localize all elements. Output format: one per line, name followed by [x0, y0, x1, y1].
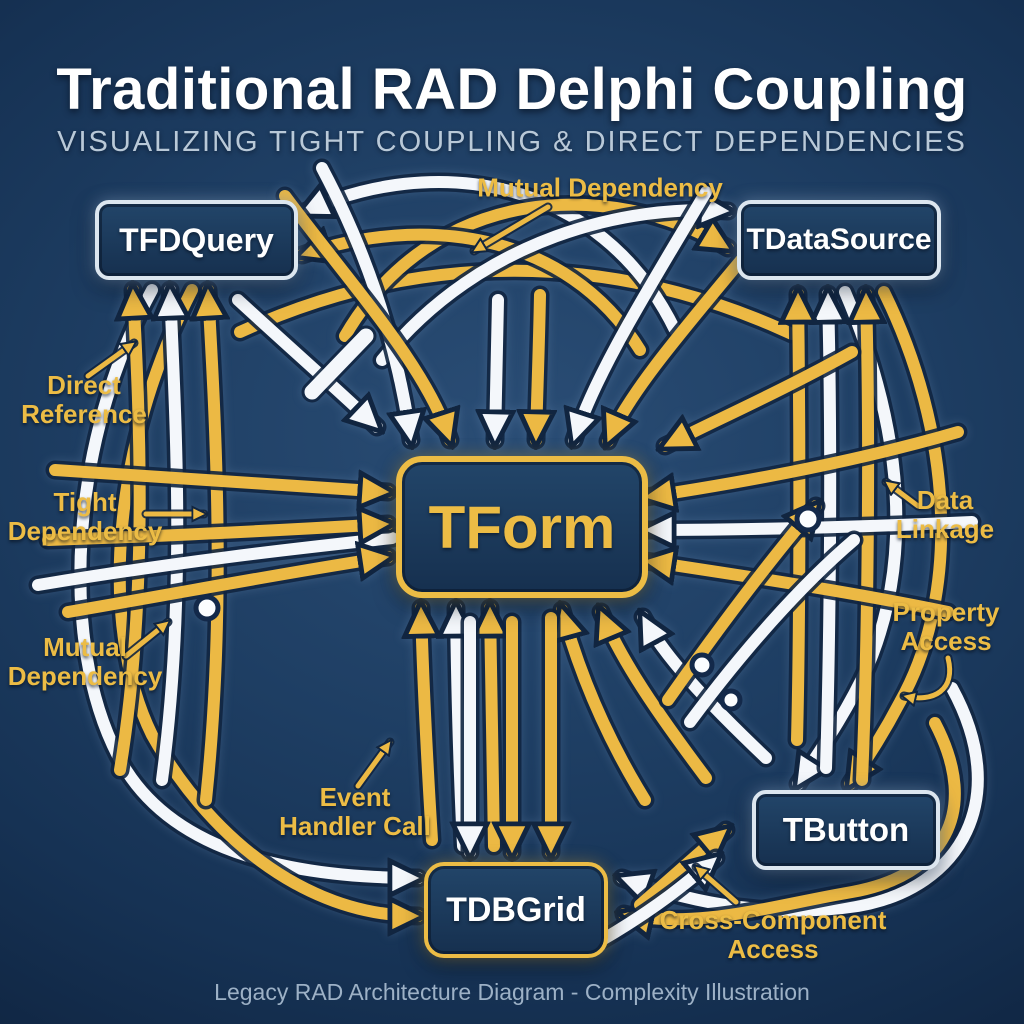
annotation-tight-dependency: Tight Dependency	[7, 486, 163, 546]
junction-node	[193, 594, 221, 622]
annotation-arrow-data-linkage	[886, 482, 921, 509]
annotation-arrow-cross-component-access	[696, 867, 739, 905]
junction-node	[689, 652, 715, 678]
component-label: TForm	[428, 493, 616, 561]
dependency-arrows	[28, 158, 988, 950]
junction-nodes	[193, 505, 822, 712]
component-label: TButton	[782, 811, 910, 848]
annotation-direct-reference: Direct Reference	[21, 369, 147, 429]
annotation-arrow-event-handler-call	[355, 742, 390, 789]
junction-node	[794, 505, 822, 533]
annotation-arrow-property-access	[904, 655, 953, 698]
page-subtitle: VISUALIZING TIGHT COUPLING & DIRECT DEPE…	[57, 126, 967, 158]
component-box-tform: TForm	[396, 456, 648, 598]
component-label: TDataSource	[746, 223, 932, 256]
annotation-arrow-mutual-dependency-left	[123, 622, 168, 659]
annotation-mutual-dependency-left: Mutual Dependency	[7, 631, 163, 691]
component-box-tdatasource: TDataSource	[737, 200, 941, 280]
component-box-tfdquery: TFDQuery	[95, 200, 298, 280]
annotation-cross-component-access: Cross-Component Access	[659, 904, 887, 964]
annotation-event-handler-call: Event Handler Call	[279, 781, 431, 841]
junction-node	[719, 688, 743, 712]
component-label: TFDQuery	[119, 221, 274, 258]
footer-caption: Legacy RAD Architecture Diagram - Comple…	[214, 979, 810, 1005]
page-title: Traditional RAD Delphi Coupling	[56, 57, 968, 122]
component-box-tdbgrid: TDBGrid	[424, 862, 608, 958]
annotation-arrow-direct-reference	[85, 343, 134, 379]
component-box-tbutton: TButton	[752, 790, 940, 870]
annotation-property-access: Property Access	[892, 596, 1000, 656]
annotation-arrow-mutual-dependency-top	[474, 204, 551, 251]
annotation-mutual-dependency-top: Mutual Dependency	[477, 172, 723, 203]
connector-capsule	[304, 328, 374, 400]
annotation-data-linkage: Data Linkage	[895, 484, 995, 544]
component-label: TDBGrid	[446, 890, 586, 929]
